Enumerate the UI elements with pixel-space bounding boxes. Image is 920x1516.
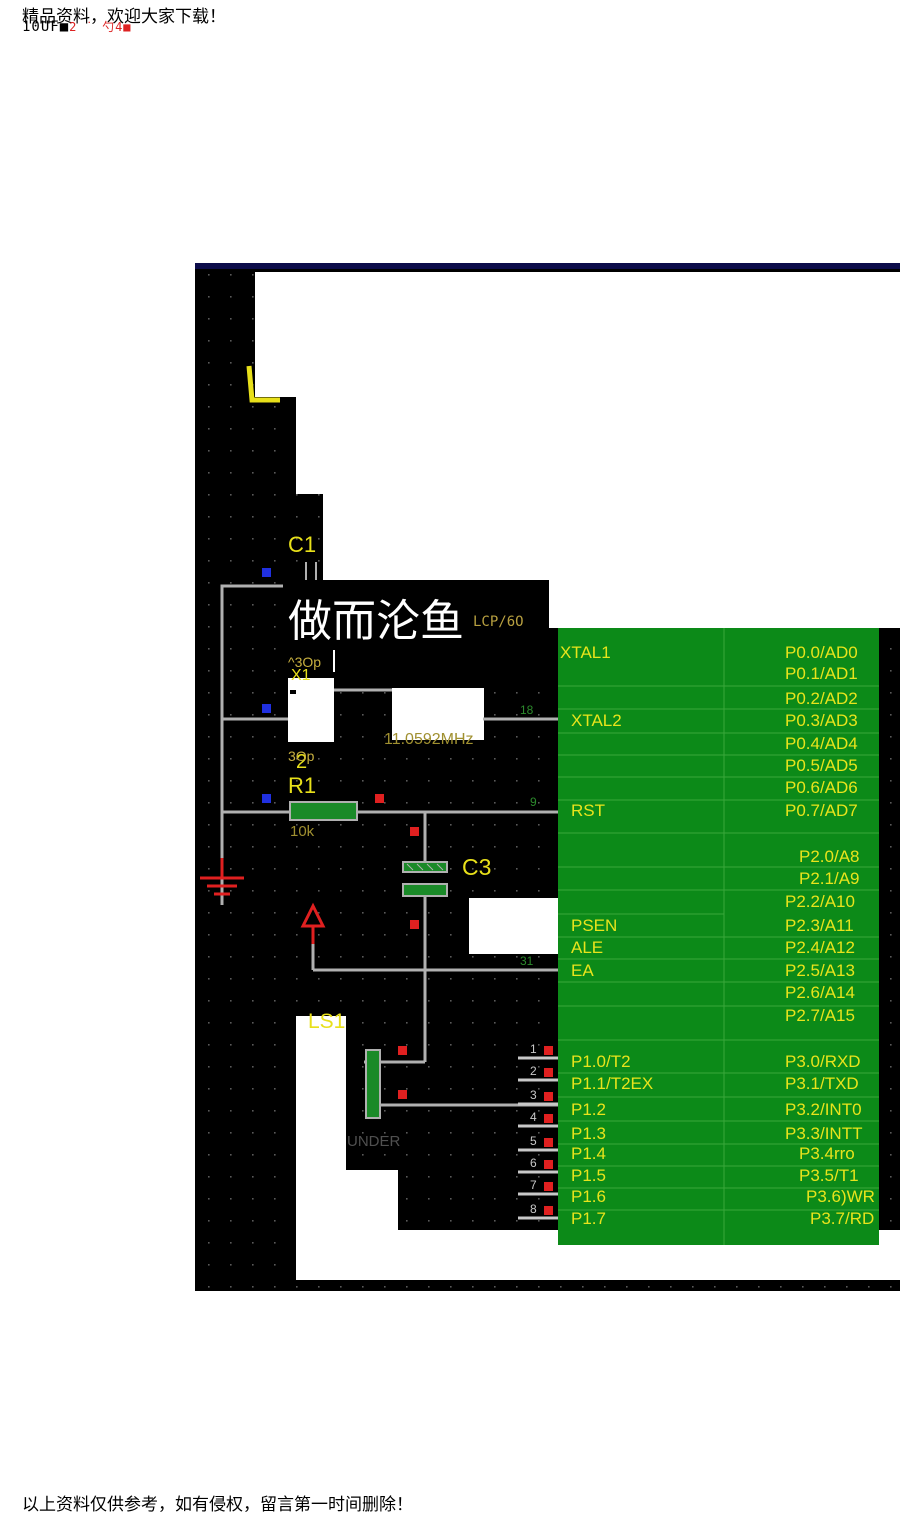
chip-pin-right: P3.2/INT0 — [785, 1100, 862, 1119]
r1-value-label: 10k — [290, 823, 315, 840]
crystal-frequency-label: 11.0592MHz — [384, 731, 474, 748]
chip-pin-left: P1.0/T2 — [571, 1052, 631, 1071]
white-region-mid — [392, 688, 484, 740]
overlay-box — [283, 580, 549, 676]
ls1-label: LS1 — [308, 1010, 346, 1033]
capacitor-c1 — [305, 562, 317, 580]
chip-pin-left: EA — [571, 961, 594, 980]
overlay-cjk-text: 做而沦鱼 — [288, 596, 464, 647]
chip-pin-left: P1.5 — [571, 1166, 606, 1185]
chip-pin-right: P0.4/AD4 — [785, 734, 858, 753]
chip-pin-right: P2.6/A14 — [785, 983, 855, 1002]
power-arrow-symbol — [300, 902, 326, 944]
chip-pin-right: P3.7/RD — [810, 1209, 875, 1228]
chip-pin-left: ALE — [571, 938, 604, 957]
x1-label: X1 — [291, 667, 311, 684]
chip-pin-left: PSEN — [571, 916, 618, 935]
blue-markers — [262, 568, 271, 803]
p1-pin-number: 1 — [530, 1042, 537, 1056]
chip-pin-right: P0.6/AD6 — [785, 778, 858, 797]
ground-symbol — [200, 858, 244, 896]
chip-pin-right: P0.1/AD1 — [785, 664, 858, 683]
pin-31-label: 31 — [520, 954, 534, 968]
chip-pin-right: P0.3/AD3 — [785, 711, 858, 730]
page-header: 精品资料，欢迎大家下载！ — [22, 7, 226, 27]
r1-label: R1 — [288, 773, 317, 798]
c3-label: C3 — [462, 854, 492, 880]
sounder-label: UNDER — [347, 1133, 401, 1150]
lic-label: liC — [288, 721, 312, 743]
cursor-bar — [333, 650, 335, 672]
tilde-label: ~ — [288, 695, 300, 717]
chip-pin-left: P1.6 — [571, 1187, 606, 1206]
chip-pin-right: P3.5/T1 — [799, 1166, 859, 1185]
chip-pin-right: P0.7/AD7 — [785, 801, 858, 820]
p1-pin-stubs — [518, 1056, 560, 1220]
p1-pin-number: 4 — [530, 1110, 537, 1124]
chip-pin-right: P2.1/A9 — [799, 869, 860, 888]
chip-pin-right: P0.5/AD5 — [785, 756, 858, 775]
p1-pin-number: 5 — [530, 1134, 537, 1148]
chip-pin-left: P1.1/T2EX — [571, 1074, 654, 1093]
chip-pin-right: P2.7/A15 — [785, 1006, 855, 1025]
chip-pin-right: P0.0/AD0 — [785, 643, 858, 662]
chip-pin-right: P3.0/RXD — [785, 1052, 861, 1071]
chip-pin-right: P3.4rro — [799, 1144, 855, 1163]
chip-pin-left: P1.2 — [571, 1100, 606, 1119]
chip-pin-left: RST — [571, 801, 605, 820]
chip-pin-right: P2.4/A12 — [785, 938, 855, 957]
overlay-small-text: LCP/6O — [473, 614, 524, 630]
chip-pin-left: XTAL2 — [571, 711, 622, 730]
chip-pin-right: P3.3/INTT — [785, 1124, 863, 1143]
p1-pin-number: 8 — [530, 1202, 537, 1216]
capacitor-c3 — [402, 861, 448, 897]
yellow-fragment — [246, 365, 280, 403]
sounder-ls1 — [365, 1049, 381, 1119]
p1-pin-number: 3 — [530, 1088, 537, 1102]
chip-pin-right: P3.1/TXD — [785, 1074, 859, 1093]
p1-pin-number: 2 — [530, 1064, 537, 1078]
c2-number-label: 2 — [296, 751, 308, 773]
subheader-red-tail: 勺4■ — [102, 20, 132, 34]
chip-pin-right: P2.3/A11 — [785, 916, 854, 935]
p1-pin-number: 6 — [530, 1156, 537, 1170]
c1-label: C1 — [288, 532, 317, 557]
p1-pin-number: 7 — [530, 1178, 537, 1192]
chip-pin-right: P2.0/A8 — [799, 847, 860, 866]
chip-pin-right: P3.6)WR — [806, 1187, 875, 1206]
pin-18-label: 18 — [520, 703, 534, 717]
red-markers — [375, 794, 553, 1215]
chip-pin-right: P0.2/AD2 — [785, 689, 858, 708]
capacitance-label: 3Op — [288, 748, 315, 764]
subheader-red-mark: 2 ˙ — [69, 20, 103, 34]
overlay-sub-text: ^3Op — [288, 654, 322, 670]
top-border-line — [195, 263, 900, 269]
wires — [220, 584, 560, 1107]
resistor-r1 — [289, 801, 358, 821]
page-subheader: 10UF■2 ˙ 勺4■ — [22, 18, 132, 35]
chip-pin-left: P1.7 — [571, 1209, 606, 1228]
chip-row-lines — [558, 685, 879, 1211]
chip-pin-left: XTAL1 — [560, 643, 611, 662]
chip-pin-right: P2.5/A13 — [785, 961, 855, 980]
chip-pin-left: P1.3 — [571, 1124, 606, 1143]
subheader-text: 10UF■ — [22, 19, 70, 35]
chip-pin-right: P2.2/A10 — [785, 892, 855, 911]
page-footer: 以上资料仅供参考，如有侵权，留言第一时间删除！ — [22, 1495, 413, 1515]
chip-pin-left: P1.4 — [571, 1144, 606, 1163]
pin-9-label: 9 — [530, 795, 537, 809]
